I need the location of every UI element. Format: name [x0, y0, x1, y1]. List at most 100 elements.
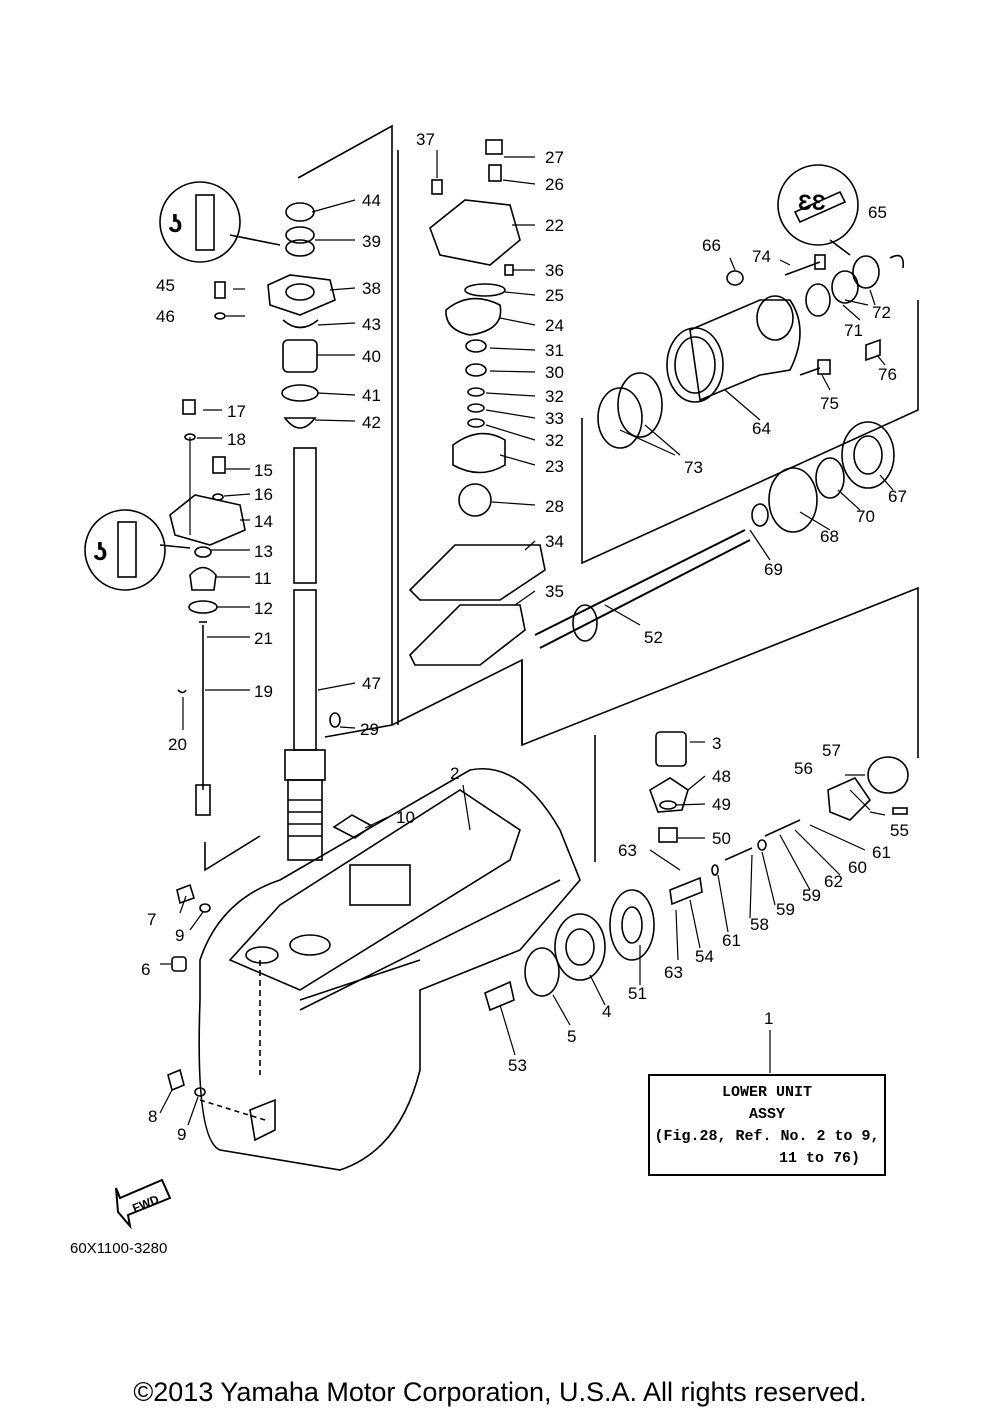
- part-61-ball: [711, 864, 719, 876]
- frame-right-lower: [391, 586, 919, 758]
- part-52-propeller-shaft: [534, 529, 746, 636]
- label-part-61: 61: [872, 843, 891, 862]
- label-part-40: 40: [362, 347, 381, 366]
- caption-line-4: 11 to 76): [778, 1150, 860, 1167]
- part-71-needle-bearing: [805, 283, 831, 317]
- part-68-forward-gear: [768, 467, 818, 533]
- label-part-43: 43: [362, 315, 381, 334]
- part-36-pin: [504, 264, 514, 276]
- part-65-circlip: [889, 254, 905, 269]
- label-part-42: 42: [362, 413, 381, 432]
- label-part-27: 27: [545, 148, 564, 167]
- part-74-bolt: [784, 261, 821, 276]
- label-part-19: 19: [254, 682, 273, 701]
- part-40-bearing: [282, 339, 318, 373]
- grease-a-icon: [195, 194, 215, 251]
- part-67-bearing: [841, 421, 895, 489]
- grease-a-icon: ʖ: [93, 536, 107, 566]
- label-part-52: 52: [644, 628, 663, 647]
- part-17-bolt: [182, 399, 196, 415]
- label-part-10: 10: [396, 808, 415, 827]
- part-73-oring: [597, 387, 643, 449]
- label-part-73: 73: [684, 458, 703, 477]
- label-part-6: 6: [141, 960, 150, 979]
- label-part-34: 34: [545, 532, 564, 551]
- label-part-32: 32: [545, 387, 564, 406]
- part-labels: 1 2 3 4 5 6 7 8 9 9 10 11 12 13 14 15 16…: [141, 130, 909, 1144]
- label-part-47: 47: [362, 674, 381, 693]
- fwd-label: FWD: [130, 1192, 161, 1215]
- label-part-35: 35: [545, 582, 564, 601]
- part-4-bearing: [554, 913, 606, 981]
- caption-line-2: ASSY: [748, 1106, 785, 1123]
- part-10-cover: [332, 814, 374, 839]
- label-part-39: 39: [362, 232, 381, 251]
- part-69-shim: [751, 503, 769, 527]
- part-39-seal: [285, 239, 315, 257]
- label-part-38: 38: [362, 279, 381, 298]
- label-part-18: 18: [227, 430, 246, 449]
- label-part-71: 71: [844, 321, 863, 340]
- part-20-clip: [177, 689, 187, 694]
- part-3-bearing: [655, 731, 687, 767]
- label-part-76: 76: [878, 365, 897, 384]
- part-13-seal: [194, 546, 212, 558]
- part-15-bolt: [212, 456, 226, 474]
- label-part-66: 66: [702, 236, 721, 255]
- label-part-58: 58: [750, 915, 769, 934]
- part-23-insert-cartridge: [452, 432, 506, 474]
- label-part-44: 44: [362, 191, 381, 210]
- part-43-gasket: [282, 319, 319, 329]
- part-58-plunger: [724, 847, 753, 861]
- label-part-54: 54: [695, 947, 714, 966]
- label-part-3: 3: [712, 734, 721, 753]
- label-part-68: 68: [820, 527, 839, 546]
- label-part-33: 33: [545, 409, 564, 428]
- label-part-25: 25: [545, 286, 564, 305]
- drive-shaft-collar: [284, 749, 326, 781]
- label-part-62: 62: [824, 872, 843, 891]
- label-part-15: 15: [254, 461, 273, 480]
- part-26-collar: [488, 164, 502, 182]
- housing-cavity: [349, 864, 411, 906]
- label-part-16: 16: [254, 485, 273, 504]
- label-part-36: 36: [545, 261, 564, 280]
- label-part-49: 49: [712, 795, 731, 814]
- part-7-screw: [176, 883, 195, 905]
- part-25-oring: [464, 283, 506, 297]
- label-part-20: 20: [168, 735, 187, 754]
- part-54-shift-plunger: [669, 876, 703, 906]
- frame-right-upper: [581, 300, 919, 565]
- part-12-oring: [188, 600, 218, 614]
- part-59-ball: [757, 839, 767, 851]
- label-part-23: 23: [545, 457, 564, 476]
- frame-upper-left: [297, 124, 393, 738]
- part-32-washer: [467, 387, 485, 397]
- label-part-14: 14: [254, 512, 273, 531]
- part-60-spring: [764, 819, 801, 837]
- housing-port-left: [245, 946, 279, 964]
- drive-shaft-pinion-end: [287, 779, 323, 861]
- label-part-24: 24: [545, 316, 564, 335]
- label-part-53: 53: [508, 1056, 527, 1075]
- part-70-shim: [815, 457, 845, 499]
- label-part-70: 70: [856, 507, 875, 526]
- part-37-bolt: [431, 179, 443, 195]
- label-part-46: 46: [156, 307, 175, 326]
- part-11-boot: [189, 566, 217, 591]
- label-part-69: 69: [764, 560, 783, 579]
- leader-lines: [159, 150, 894, 1126]
- label-part-7: 7: [147, 910, 156, 929]
- part-72-seal: [831, 270, 859, 304]
- part-75-bolt: [799, 367, 821, 376]
- label-part-65: 65: [868, 203, 887, 222]
- label-part-9: 9: [175, 926, 184, 945]
- grease-a-callout-upper: [159, 181, 241, 263]
- label-part-50: 50: [712, 829, 731, 848]
- part-6-plug: [171, 956, 187, 972]
- part-33-washer: [467, 403, 485, 413]
- part-49-shim: [659, 800, 677, 810]
- label-part-32: 32: [545, 431, 564, 450]
